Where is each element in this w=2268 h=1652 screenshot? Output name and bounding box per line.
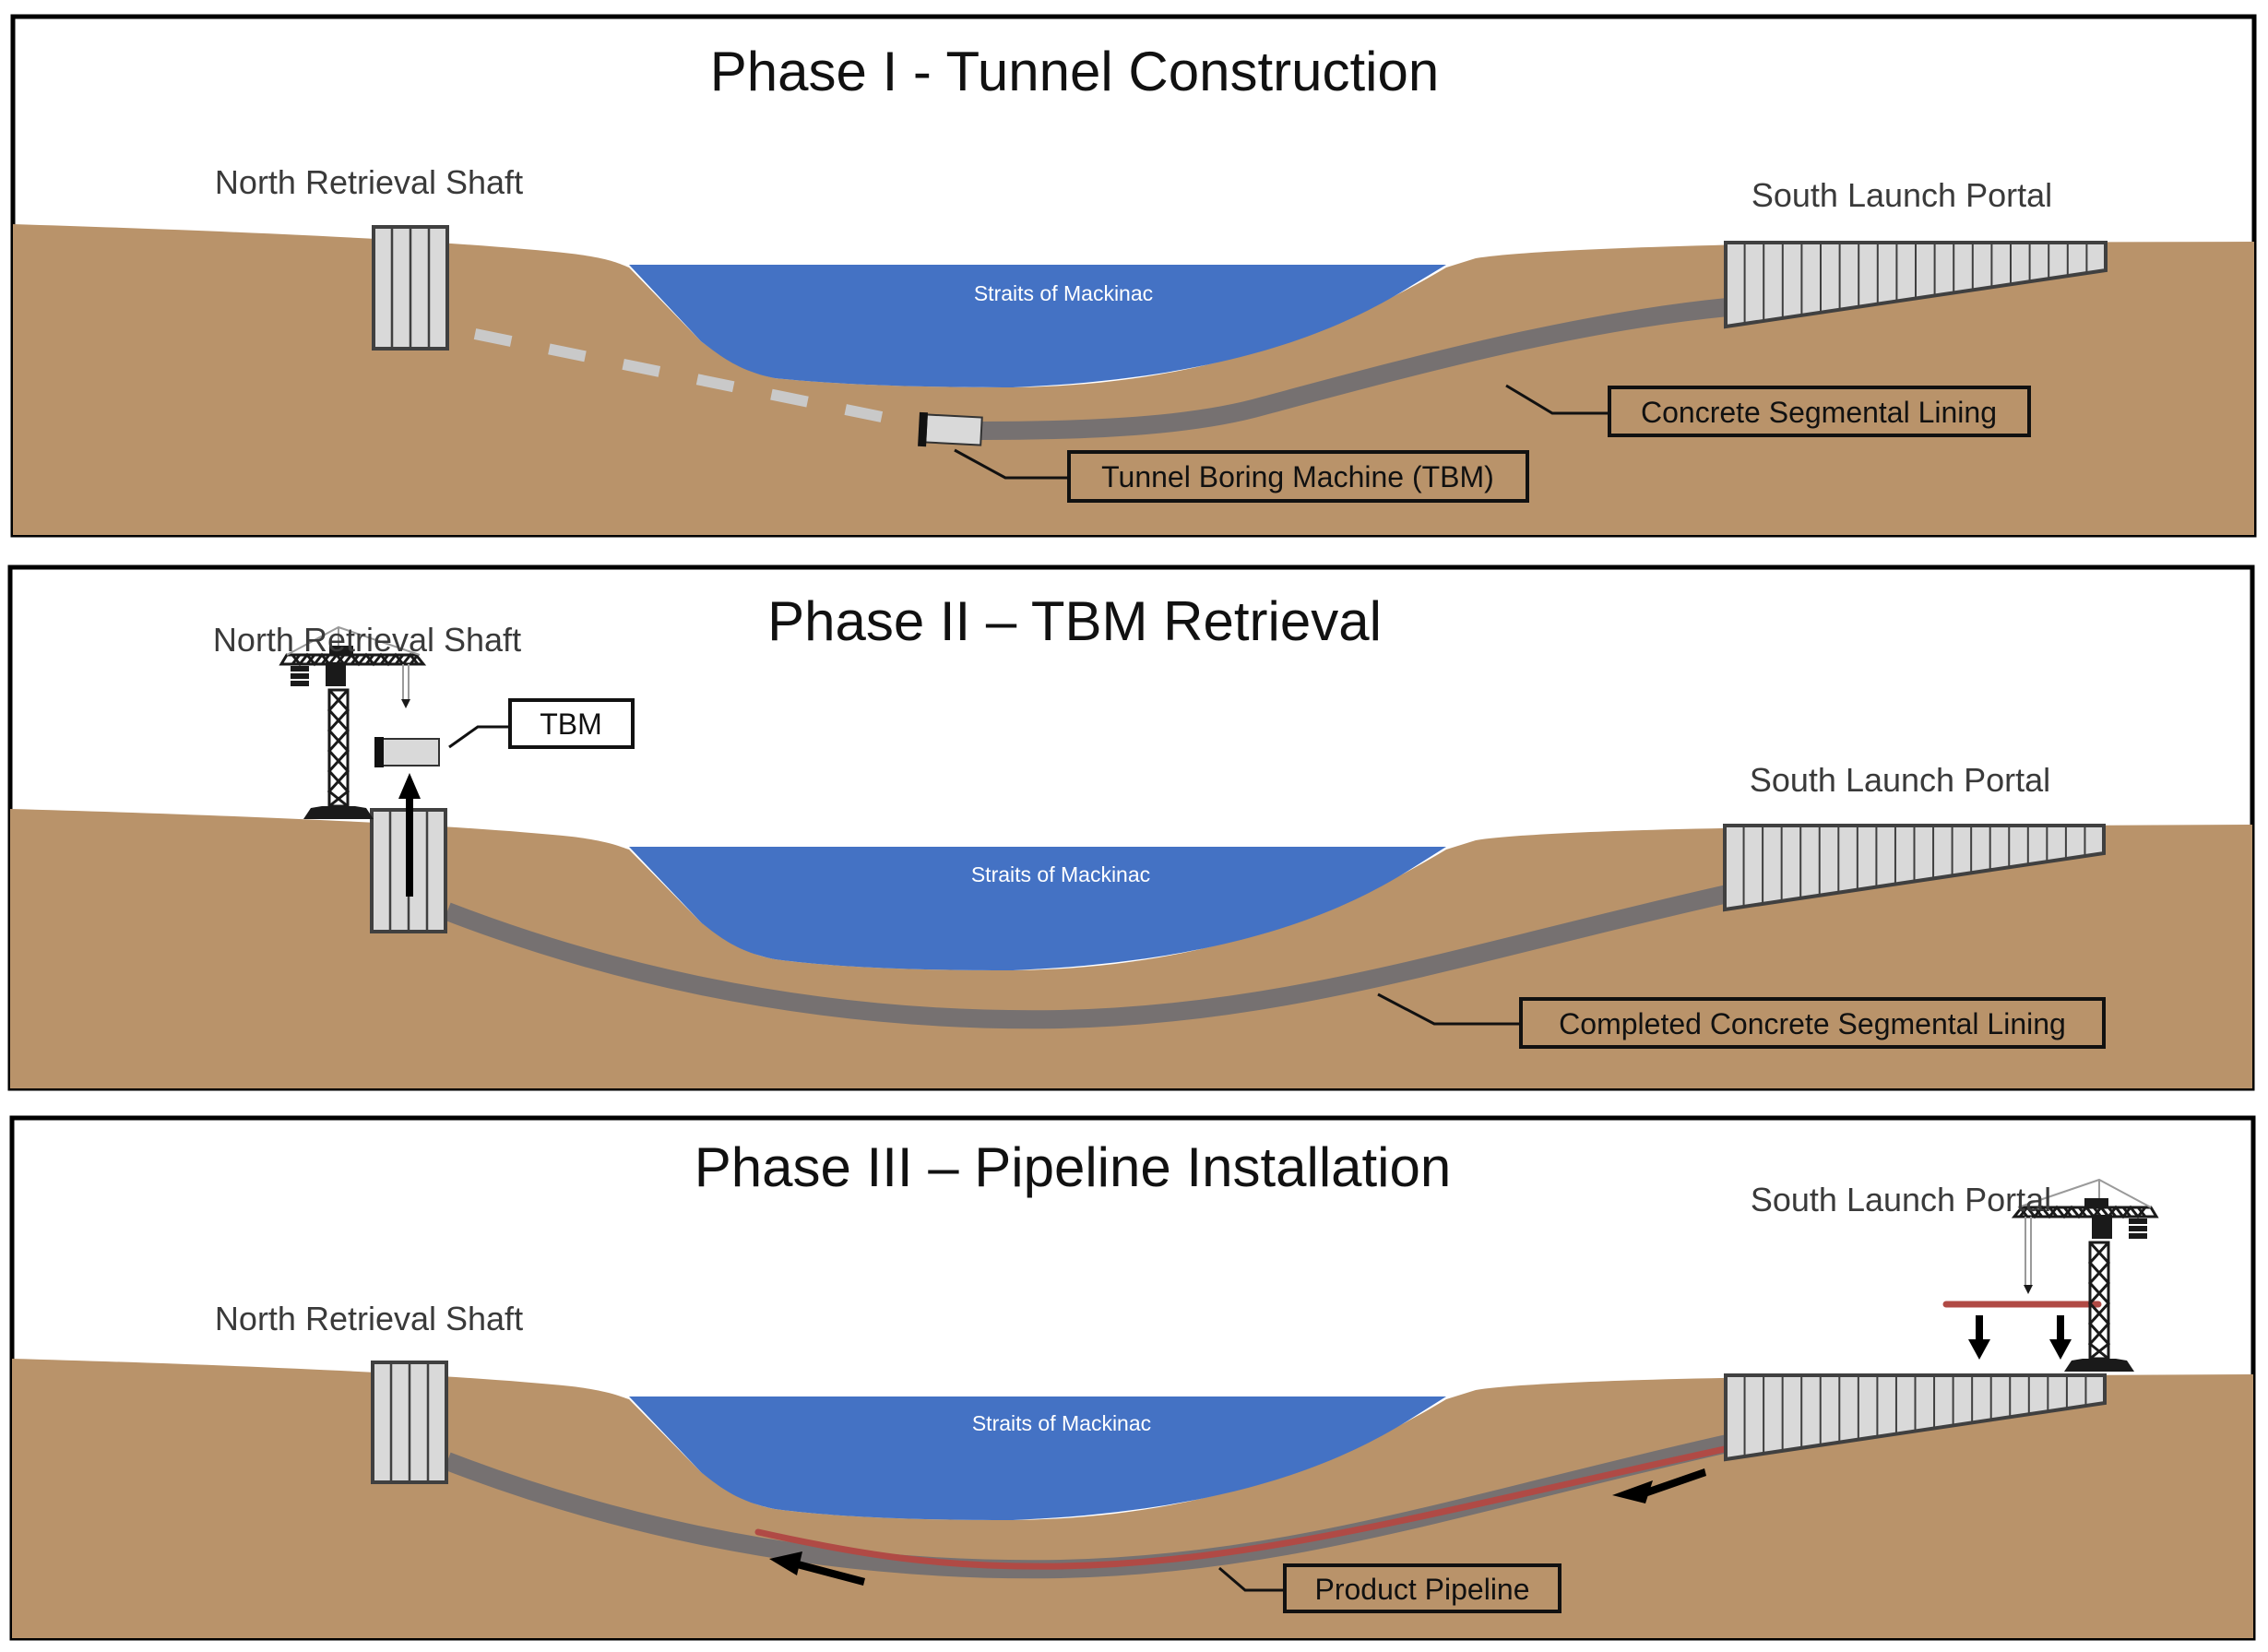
left-arrow-icon xyxy=(1612,1468,1706,1503)
south-launch-portal xyxy=(1724,241,2108,329)
water-label: Straits of Mackinac xyxy=(972,1411,1151,1435)
crane-icon xyxy=(2013,1178,2158,1373)
lining-callout-label: Concrete Segmental Lining xyxy=(1641,396,1997,429)
north-shaft-label: North Retrieval Shaft xyxy=(215,1300,523,1337)
product-pipeline xyxy=(754,1403,1931,1570)
water xyxy=(629,847,1446,970)
portal-segments xyxy=(1742,826,2086,907)
panel-phase-3: Phase III – Pipeline Installation North … xyxy=(9,1115,2256,1641)
down-arrow-icon xyxy=(1968,1315,1990,1360)
tbm-icon xyxy=(374,737,440,767)
north-shaft-label: North Retrieval Shaft xyxy=(213,621,521,659)
tbm-icon xyxy=(918,411,983,447)
north-retrieval-shaft xyxy=(372,225,449,351)
callout-box xyxy=(1519,997,2106,1049)
tbm-callout-label: Tunnel Boring Machine (TBM) xyxy=(1101,460,1494,493)
south-portal-label: South Launch Portal xyxy=(1751,1181,2051,1218)
water xyxy=(629,1396,1446,1520)
tbm-callout-label: TBM xyxy=(540,707,602,741)
panel-phase-1: Phase I - Tunnel Construction North Retr… xyxy=(10,14,2257,538)
portal-segments xyxy=(1743,243,2088,324)
water-label: Straits of Mackinac xyxy=(974,281,1153,305)
south-launch-portal xyxy=(1723,824,2106,912)
callout-box xyxy=(1283,1563,1561,1613)
panel-title: Phase I - Tunnel Construction xyxy=(710,41,1439,102)
portal-segments xyxy=(1743,1375,2087,1456)
panel-phase-2: Phase II – TBM Retrieval North Retrieval… xyxy=(7,565,2255,1091)
callout-box xyxy=(508,698,635,749)
panel-title: Phase III – Pipeline Installation xyxy=(695,1136,1452,1198)
south-launch-portal xyxy=(1724,1373,2107,1462)
water xyxy=(629,265,1446,387)
left-arrow-icon xyxy=(769,1551,865,1586)
water-label: Straits of Mackinac xyxy=(971,862,1150,886)
callout-box xyxy=(1608,386,2031,437)
concrete-lining xyxy=(980,298,1728,440)
lining-callout-label: Completed Concrete Segmental Lining xyxy=(1559,1007,2066,1040)
crane-icon xyxy=(279,625,425,821)
concrete-lining xyxy=(444,885,1730,1029)
down-arrow-icon xyxy=(2049,1315,2072,1360)
north-shaft-label: North Retrieval Shaft xyxy=(215,163,523,201)
callout-box xyxy=(1067,450,1529,503)
north-retrieval-shaft xyxy=(371,1361,448,1484)
pipeline-callout-label: Product Pipeline xyxy=(1314,1573,1529,1606)
ground xyxy=(12,1359,2253,1638)
up-arrow-icon xyxy=(398,773,421,897)
south-portal-label: South Launch Portal xyxy=(1750,761,2050,799)
south-portal-label: South Launch Portal xyxy=(1751,176,2052,214)
panel-title: Phase II – TBM Retrieval xyxy=(767,590,1382,652)
